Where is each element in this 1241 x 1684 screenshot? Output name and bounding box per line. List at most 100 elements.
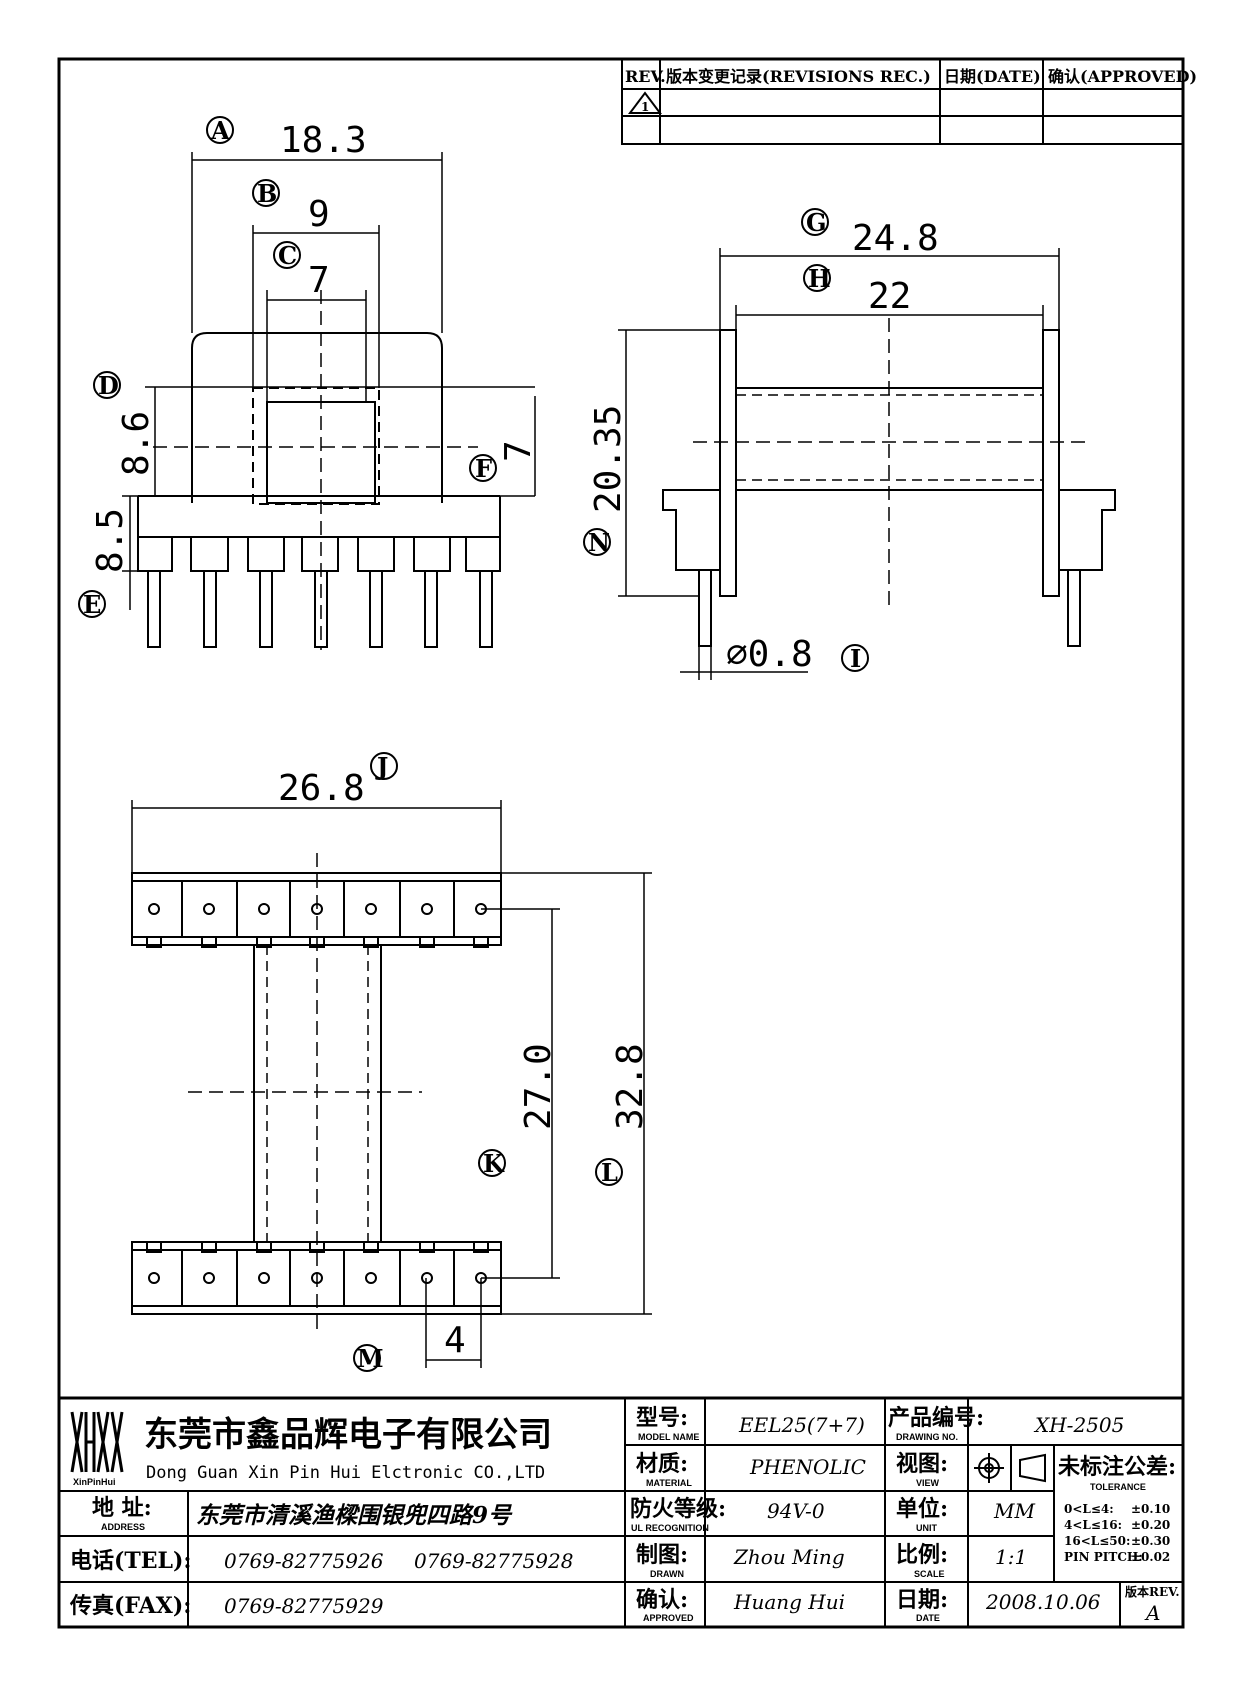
svg-text:J: J bbox=[375, 752, 388, 781]
title-block bbox=[57, 1396, 1185, 1629]
approved-header: 确认(APPROVED) bbox=[1048, 67, 1197, 86]
flame-label: 防火等级: bbox=[630, 1496, 726, 1522]
callout-J: J bbox=[370, 752, 398, 781]
tolerance-value: ±0.30 bbox=[1131, 1534, 1170, 1548]
tel-value-2: 0769-82775928 bbox=[414, 1549, 573, 1573]
revision-block: REV. 版本变更记录(REVISIONS REC.) 日期(DATE) 确认(… bbox=[621, 58, 1197, 145]
dim-N-label: 20.35 bbox=[588, 405, 629, 513]
tolerance-range: 16<L≤50: bbox=[1064, 1534, 1130, 1548]
pin-pad bbox=[289, 881, 325, 948]
pin-pad bbox=[181, 881, 217, 948]
drawn-label: 制图: bbox=[636, 1542, 688, 1568]
company-name-cn: 东莞市鑫品辉电子有限公司 bbox=[144, 1415, 552, 1455]
date-value: 2008.10.06 bbox=[985, 1590, 1101, 1614]
fax-label: 传真(FAX): bbox=[69, 1593, 191, 1619]
dim-E-label: 8.5 bbox=[90, 508, 131, 573]
svg-text:K: K bbox=[483, 1149, 505, 1178]
svg-text:L: L bbox=[601, 1158, 618, 1187]
callout-C: C bbox=[273, 241, 301, 270]
svg-text:B: B bbox=[257, 179, 277, 208]
svg-text:G: G bbox=[806, 208, 827, 237]
rev-label: 版本REV. bbox=[1125, 1584, 1180, 1599]
scale-sub: SCALE bbox=[914, 1569, 945, 1579]
tolerance-value: ±0.20 bbox=[1131, 1518, 1170, 1532]
pin-pad bbox=[146, 1241, 162, 1284]
tolerance-label: 未标注公差: bbox=[1058, 1454, 1176, 1480]
dim-G-label: 24.8 bbox=[852, 218, 939, 259]
callout-F: F bbox=[469, 454, 497, 483]
svg-text:F: F bbox=[475, 454, 492, 483]
dim-I-label: ⌀0.8 bbox=[726, 634, 813, 675]
svg-text:C: C bbox=[278, 241, 297, 270]
svg-text:I: I bbox=[850, 644, 861, 673]
logo-caption: XinPinHui bbox=[73, 1477, 116, 1487]
callout-A: A bbox=[206, 116, 234, 145]
pin-pad bbox=[236, 1241, 272, 1306]
pin-pad bbox=[399, 881, 435, 948]
tolerance-range: 0<L≤4: bbox=[1064, 1502, 1114, 1516]
pin-pad bbox=[289, 1241, 325, 1306]
material-value: PHENOLIC bbox=[749, 1455, 866, 1479]
tel-value-1: 0769-82775926 bbox=[224, 1549, 384, 1573]
date-label: 日期: bbox=[896, 1587, 948, 1613]
callout-B: B bbox=[252, 179, 280, 208]
unit-value: MM bbox=[993, 1499, 1035, 1523]
tolerance-sub: TOLERANCE bbox=[1090, 1482, 1146, 1492]
model-label: 型号: bbox=[636, 1405, 688, 1431]
svg-text:A: A bbox=[210, 116, 230, 145]
pin-pad bbox=[181, 1241, 217, 1306]
tolerance-value: ±0.10 bbox=[1131, 1502, 1170, 1516]
pin-pads-top bbox=[146, 881, 489, 948]
model-value: EEL25(7+7) bbox=[738, 1413, 865, 1437]
dim-K-label: 27.0 bbox=[518, 1043, 559, 1130]
pin-pad bbox=[453, 1241, 489, 1306]
company-logo bbox=[70, 1411, 124, 1473]
dim-B-label: 9 bbox=[308, 194, 330, 235]
address-sub: ADDRESS bbox=[101, 1522, 145, 1532]
material-sub: MATERIAL bbox=[646, 1478, 692, 1488]
pin-pad bbox=[399, 1241, 435, 1306]
drawing-no-value: XH-2505 bbox=[1033, 1413, 1124, 1437]
pin-pad bbox=[343, 1241, 379, 1306]
drawing-no-sub: DRAWING NO. bbox=[896, 1432, 958, 1442]
svg-text:M: M bbox=[357, 1344, 384, 1373]
callout-G: G bbox=[801, 208, 829, 237]
svg-text:1: 1 bbox=[641, 100, 649, 114]
flame-sub: UL RECOGNITION bbox=[631, 1523, 709, 1533]
dim-H-label: 22 bbox=[868, 276, 911, 317]
address-value: 东莞市清溪渔樑围银兜四路9号 bbox=[196, 1502, 513, 1529]
date-sub: DATE bbox=[916, 1613, 940, 1623]
view-sub: VIEW bbox=[916, 1478, 940, 1488]
front-view bbox=[122, 152, 536, 650]
drawing-no-label: 产品编号: bbox=[888, 1405, 984, 1431]
svg-text:D: D bbox=[98, 371, 119, 400]
dim-M-label: 4 bbox=[444, 1320, 466, 1361]
sheet-border bbox=[57, 57, 1185, 1629]
approved-label: 确认: bbox=[636, 1587, 688, 1613]
rev-header: REV. bbox=[625, 67, 666, 86]
dim-A-label: 18.3 bbox=[280, 120, 367, 161]
pin-pad bbox=[236, 881, 272, 948]
rev-record-header: 版本变更记录(REVISIONS REC.) bbox=[665, 67, 931, 86]
address-label: 地 址: bbox=[92, 1495, 152, 1521]
drawn-sub: DRAWN bbox=[650, 1569, 684, 1579]
flame-value: 94V-0 bbox=[767, 1499, 825, 1523]
callout-E: E bbox=[78, 590, 106, 619]
scale-label: 比例: bbox=[896, 1542, 948, 1568]
dim-C-label: 7 bbox=[308, 260, 330, 301]
unit-sub: UNIT bbox=[916, 1523, 937, 1533]
callout-L: L bbox=[595, 1158, 623, 1187]
dim-L-label: 32.8 bbox=[610, 1043, 651, 1130]
tolerance-range: 4<L≤16: bbox=[1064, 1518, 1122, 1532]
rev-triangle-icon: 1 bbox=[628, 91, 662, 114]
pin-pad bbox=[146, 903, 162, 948]
bottom-view bbox=[131, 800, 652, 1368]
callout-N: N bbox=[583, 528, 611, 557]
callout-I: I bbox=[841, 644, 869, 673]
svg-text:E: E bbox=[83, 590, 101, 619]
material-label: 材质: bbox=[636, 1451, 688, 1477]
dim-J-label: 26.8 bbox=[278, 768, 365, 809]
rev-value: A bbox=[1144, 1601, 1160, 1625]
model-sub: MODEL NAME bbox=[638, 1432, 699, 1442]
